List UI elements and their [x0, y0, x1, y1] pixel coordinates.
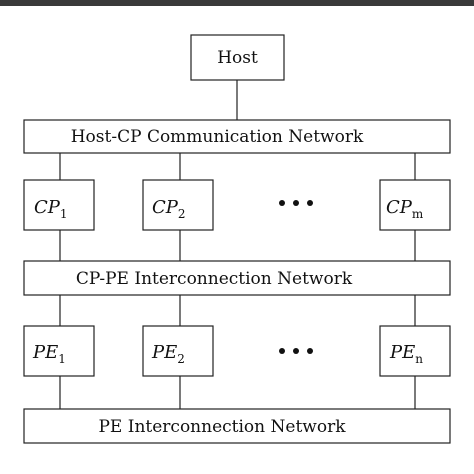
cp-pe-network: CP-PE Interconnection Network: [23, 260, 451, 296]
host-cp-network: Host-CP Communication Network: [23, 119, 451, 154]
pe-node-1: PE1: [23, 325, 95, 377]
pe-node-n-label: PEn: [389, 342, 423, 366]
cp-pe-network-label: CP-PE Interconnection Network: [76, 269, 353, 289]
top-border-bar: [0, 0, 474, 6]
ellipsis-dot: [307, 200, 313, 206]
ellipsis-dot: [293, 348, 299, 354]
cp-node-m: CPm: [379, 179, 451, 231]
pe-network-label: PE Interconnection Network: [98, 417, 346, 437]
cp-node-1-label: CP1: [34, 197, 68, 221]
host-cp-network-label: Host-CP Communication Network: [71, 127, 364, 147]
pe-network: PE Interconnection Network: [23, 408, 451, 444]
pe-node-2-label: PE2: [151, 342, 185, 366]
ellipsis-dot: [307, 348, 313, 354]
pe-node-2: PE2: [142, 325, 214, 377]
wires: [59, 80, 416, 409]
pe-node-n: PEn: [379, 325, 451, 377]
ellipsis-dot: [293, 200, 299, 206]
cp-node-2-label: CP2: [152, 197, 186, 221]
ellipsis-dot: [279, 348, 285, 354]
host-label: Host: [217, 48, 258, 68]
cp-node-1: CP1: [23, 179, 95, 231]
cp-node-m-label: CPm: [386, 197, 424, 221]
pe-ellipsis: [279, 348, 313, 354]
cp-ellipsis: [279, 200, 313, 206]
pe-node-1-label: PE1: [32, 342, 66, 366]
cp-node-2: CP2: [142, 179, 214, 231]
host-node: Host: [190, 34, 285, 81]
ellipsis-dot: [279, 200, 285, 206]
